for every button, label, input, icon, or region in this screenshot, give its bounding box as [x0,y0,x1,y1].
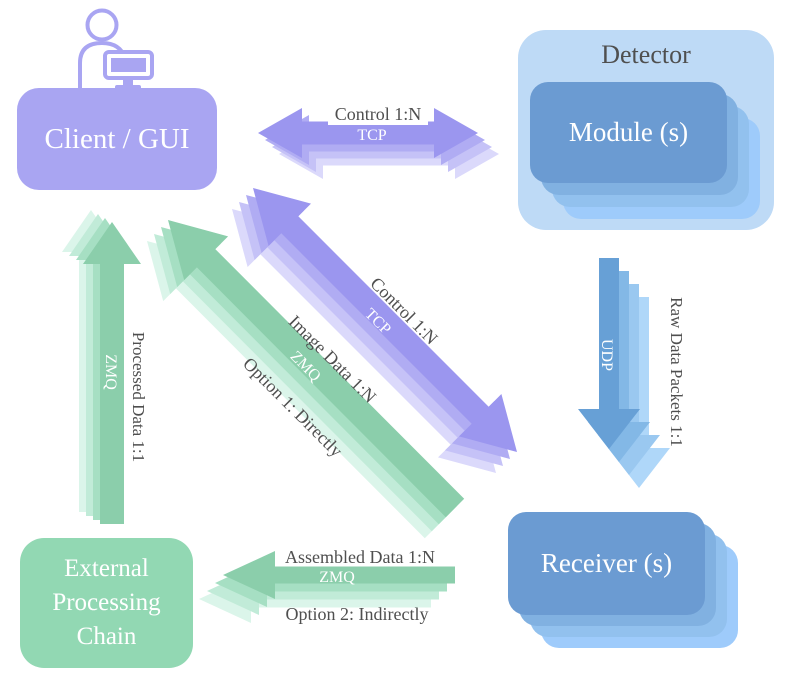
processed-data-label: Processed Data 1:1 [129,332,148,462]
assembled-data-label: Assembled Data 1:N [285,547,435,567]
receiver-node[interactable]: Receiver (s) [508,512,705,615]
external-processing-node[interactable]: External Processing Chain [20,538,193,668]
assembled-data-protocol: ZMQ [319,569,355,586]
control-top-arrow [258,108,499,179]
control-top-arrow-layer-0 [258,108,478,158]
user-head-icon [85,8,119,42]
module-label: Module (s) [568,117,689,147]
raw-data-label: Raw Data Packets 1:1 [667,297,686,447]
control-top-label-bg [328,101,428,125]
monitor-screen-icon [111,58,146,72]
processed-data-protocol: ZMQ [102,354,119,390]
processed-data-arrow [62,210,141,524]
assembled-data-note: Option 2: Indirectly [286,604,429,624]
external-label-line: External [64,555,149,582]
processed-data-arrow-layer-0 [83,222,141,524]
raw-data-arrow-layer-0 [578,258,640,449]
user-at-computer-icon [78,8,154,90]
control-diagonal-arrow-layer-0 [253,188,517,452]
client-gui-label: Client / GUI [44,122,190,155]
control-diagonal-arrow [232,188,517,473]
raw-data-protocol: UDP [598,339,615,371]
assembled-data-arrow [199,551,455,623]
control-top-label: Control 1:N [335,104,422,124]
assembled-data-arrow-layer-0 [223,551,455,599]
raw-data-arrow [578,258,670,488]
client-gui-node[interactable]: Client / GUI [17,88,217,190]
receiver-label: Receiver (s) [540,548,673,578]
monitor-stand-icon [123,78,133,86]
control-top-protocol: TCP [357,127,386,144]
detector-title: Detector [601,40,691,69]
image-data-arrow-layer-0 [168,220,465,518]
module-node[interactable]: Module (s) [530,82,727,183]
arrow-shapes [62,108,670,623]
external-label-line: Processing [52,589,161,616]
external-label-line: Chain [76,623,137,650]
image-data-arrow [147,220,465,539]
